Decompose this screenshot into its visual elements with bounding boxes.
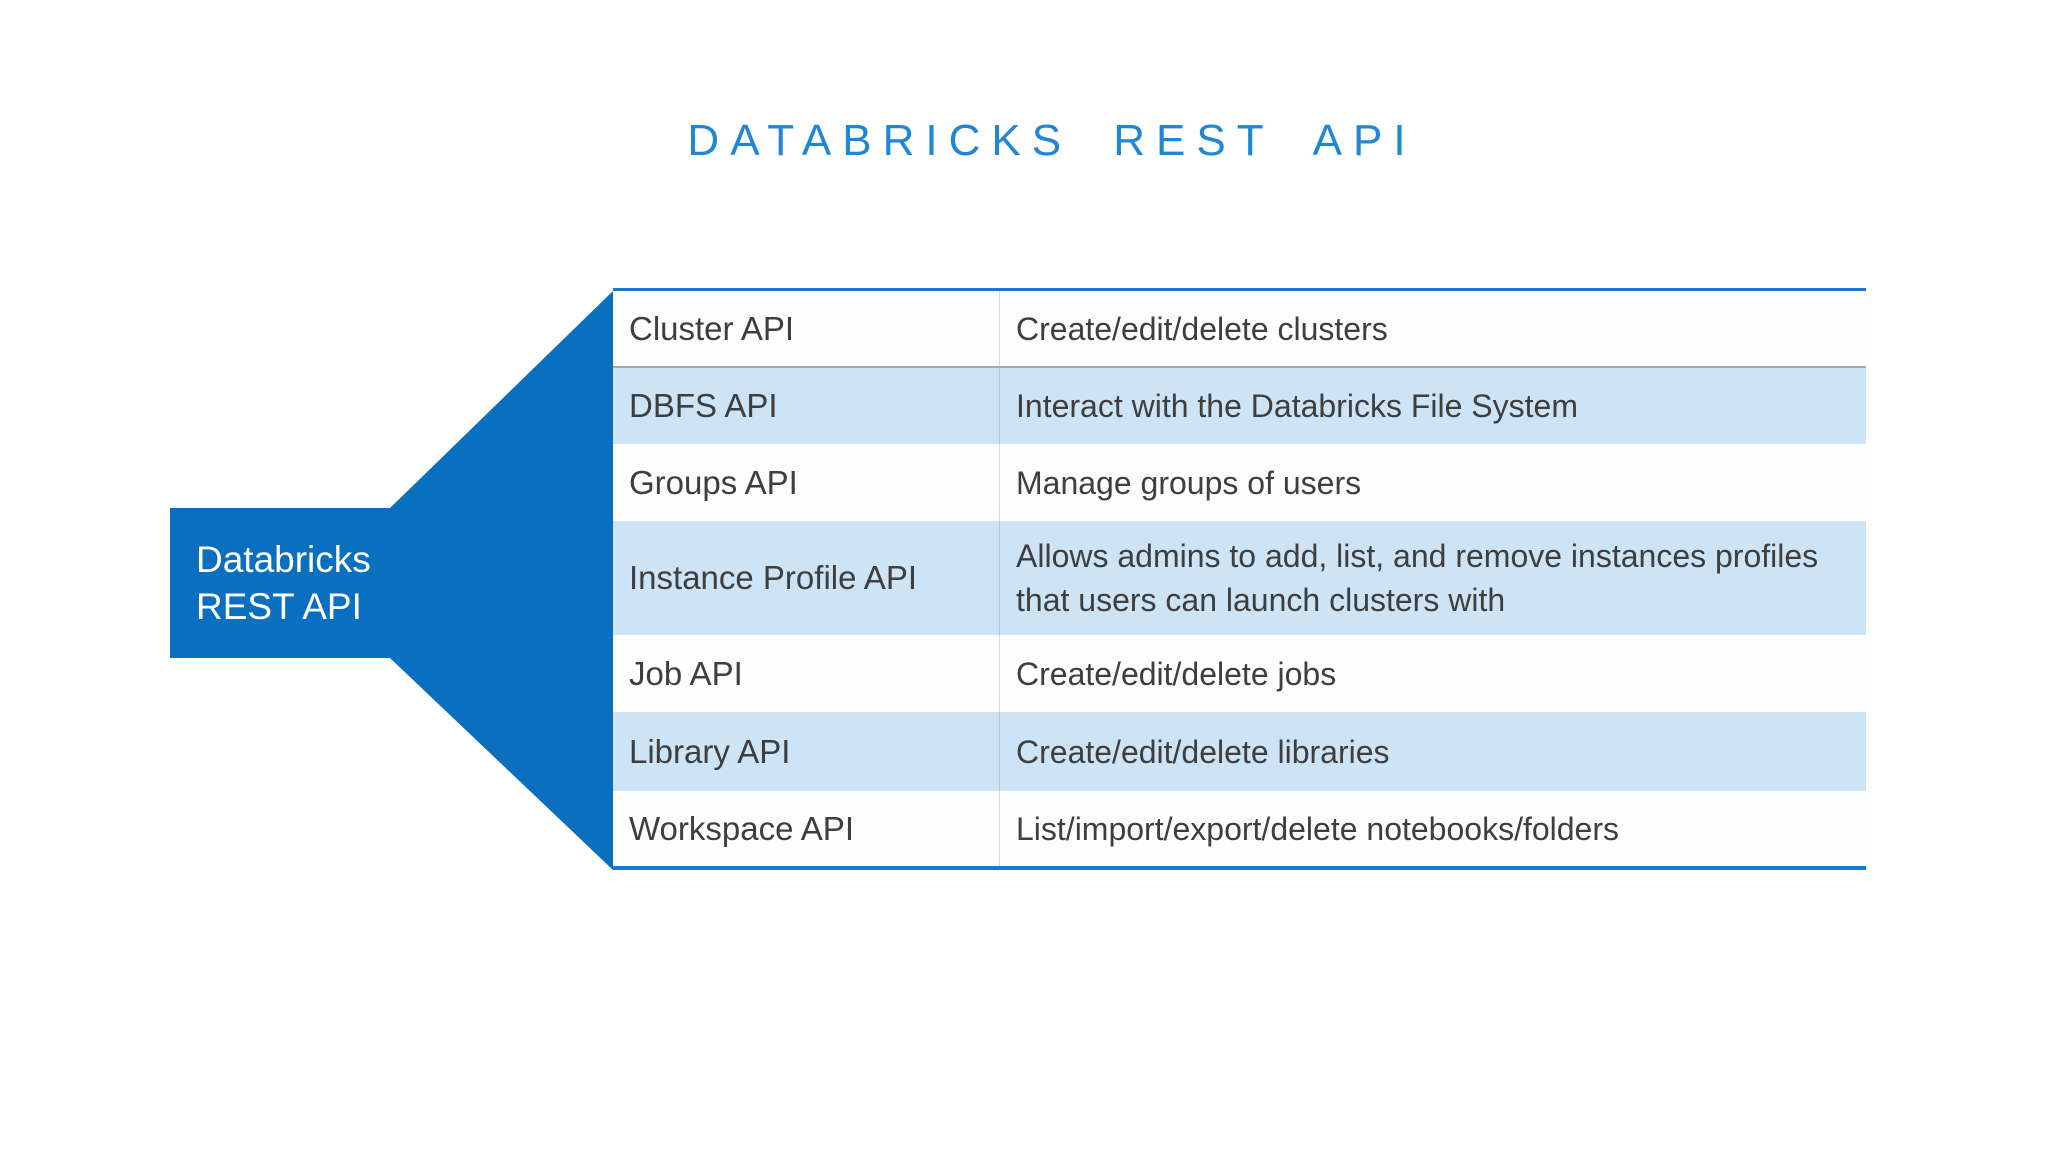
api-name-cell: Library API <box>613 712 1000 791</box>
api-description-cell: Create/edit/delete libraries <box>1016 733 1390 770</box>
api-description-cell: Interact with the Databricks File System <box>1016 388 1578 424</box>
api-name-cell: Cluster API <box>613 291 1000 366</box>
api-name-cell: Job API <box>613 635 1000 712</box>
table-row: DBFS API Interact with the Databricks Fi… <box>613 368 1866 444</box>
api-name-cell: Groups API <box>613 444 1000 521</box>
api-description-cell: Manage groups of users <box>1016 464 1362 501</box>
api-name-cell: Workspace API <box>613 791 1000 866</box>
api-description-cell: Allows admins to add, list, and remove i… <box>1016 538 1819 618</box>
table-row: Workspace API List/import/export/delete … <box>613 791 1866 866</box>
funnel-label: Databricks REST API <box>170 508 400 658</box>
table-row: Groups API Manage groups of users <box>613 444 1866 521</box>
table-row: Instance Profile API Allows admins to ad… <box>613 521 1866 635</box>
diagram-title: DATABRICKS REST API <box>687 116 1417 165</box>
table-row: Job API Create/edit/delete jobs <box>613 635 1866 712</box>
api-table: Cluster API Create/edit/delete clusters … <box>613 288 1866 870</box>
api-description-cell: Create/edit/delete clusters <box>1016 310 1388 347</box>
funnel-polygon <box>170 291 613 870</box>
api-description-cell: Create/edit/delete jobs <box>1016 655 1337 692</box>
table-row: Cluster API Create/edit/delete clusters <box>613 291 1866 368</box>
funnel-label-line2: REST API <box>196 586 362 627</box>
api-description-cell: List/import/export/delete notebooks/fold… <box>1016 810 1619 847</box>
funnel-label-line1: Databricks <box>196 539 371 580</box>
api-name-cell: Instance Profile API <box>613 521 1000 635</box>
api-name-cell: DBFS API <box>613 368 1000 444</box>
table-row: Library API Create/edit/delete libraries <box>613 712 1866 791</box>
